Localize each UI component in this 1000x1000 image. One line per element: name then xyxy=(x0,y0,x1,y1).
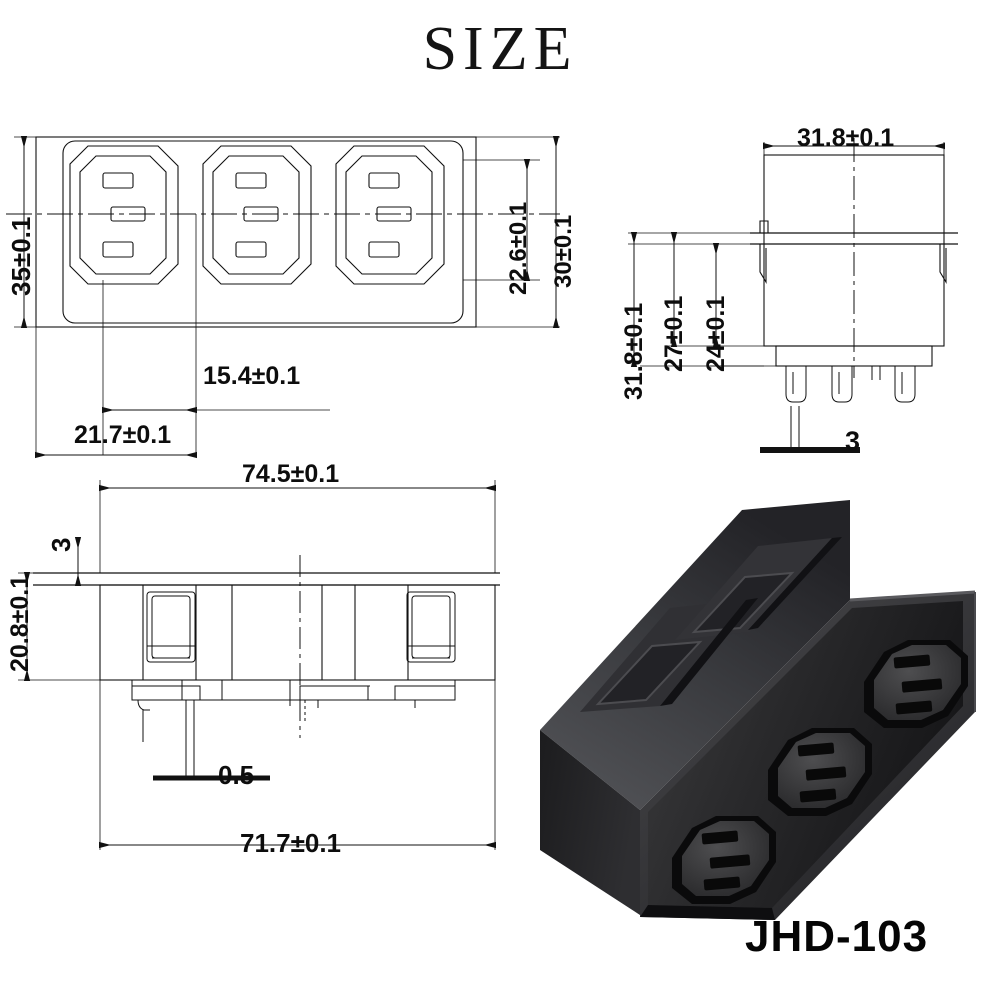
dimension-socket-window-height: 22.6±0.1 xyxy=(505,201,532,295)
bottom-view-drawing xyxy=(0,460,540,880)
product-photo xyxy=(520,480,990,920)
dimension-flange-width: 74.5±0.1 xyxy=(242,460,340,488)
front-view-drawing xyxy=(0,110,600,470)
dimension-side-inner-height: 24±0.1 xyxy=(702,295,730,372)
product-model-label: JHD-103 xyxy=(745,912,929,961)
side-view-drawing xyxy=(610,120,1000,480)
dimension-body-width: 71.7±0.1 xyxy=(240,828,342,858)
dimension-terminal-thickness: 3 xyxy=(845,426,861,456)
dimension-socket-pitch: 21.7±0.1 xyxy=(74,421,172,449)
dimension-socket-inner-pitch: 15.4±0.1 xyxy=(203,362,301,390)
dimension-side-total-height: 31.8±0.1 xyxy=(620,302,648,400)
dimension-overall-height: 35±0.1 xyxy=(6,216,36,296)
dimension-body-depth: 20.8±0.1 xyxy=(6,574,34,672)
dimension-flange-thickness: 3 xyxy=(46,537,76,552)
page-title: SIZE xyxy=(422,15,578,83)
dimension-pin-thickness: 0.5 xyxy=(218,760,255,790)
dimension-side-width: 31.8±0.1 xyxy=(797,124,895,152)
dimension-side-body-height: 27±0.1 xyxy=(660,295,688,372)
dimension-panel-cutout-height: 30±0.1 xyxy=(550,214,577,288)
